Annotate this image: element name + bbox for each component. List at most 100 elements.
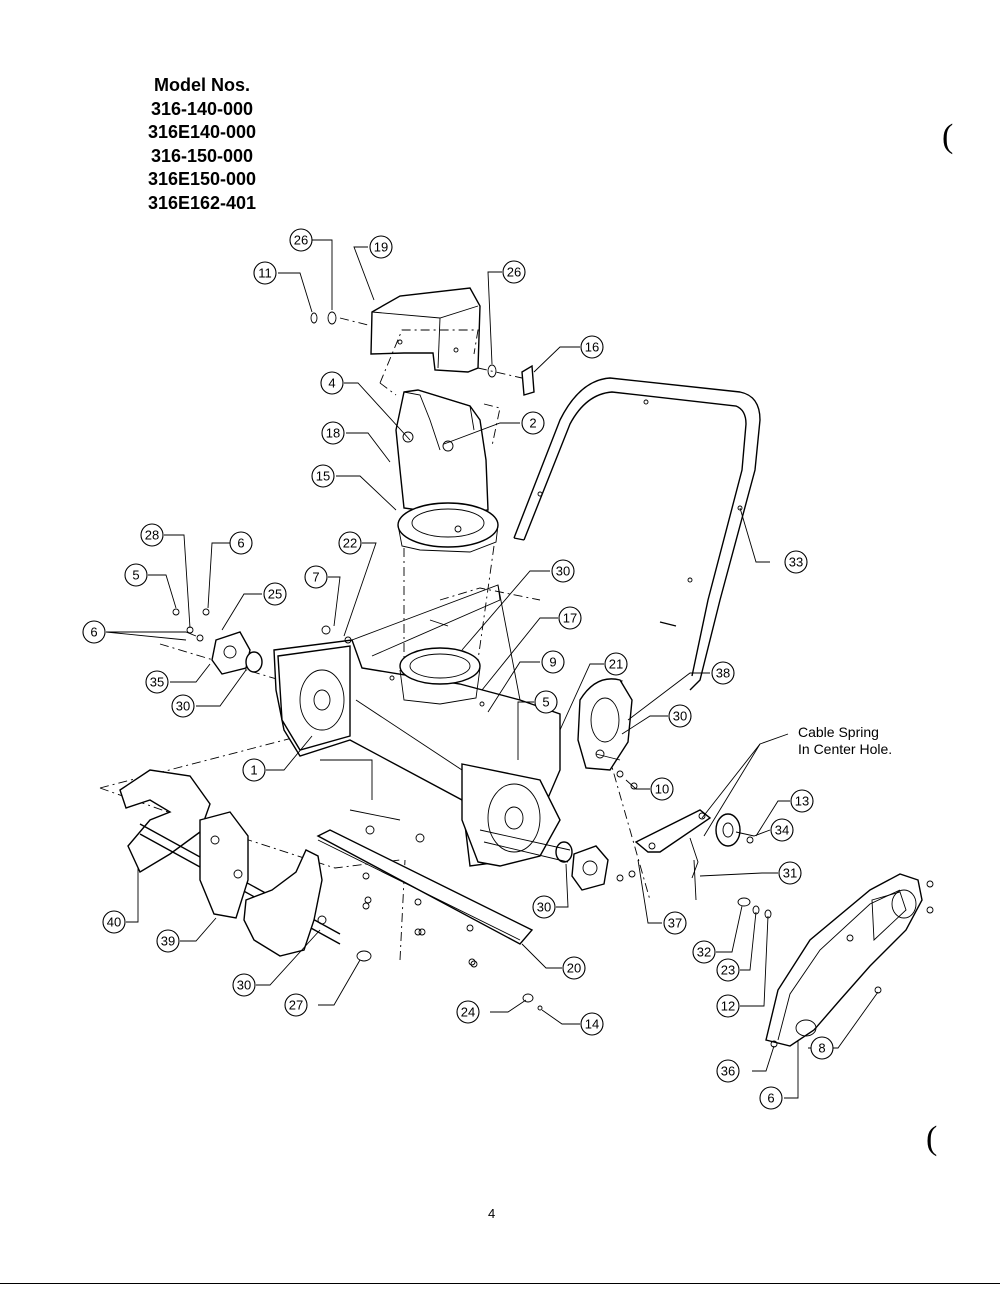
callout-c18: 18 xyxy=(321,421,345,445)
callout-c35: 35 xyxy=(145,670,169,694)
callout-label: 14 xyxy=(585,1017,599,1032)
callout-c30c: 30 xyxy=(668,704,692,728)
callout-label: 5 xyxy=(132,568,139,583)
callout-c21: 21 xyxy=(604,652,628,676)
callout-label: 30 xyxy=(673,709,687,724)
callout-c17: 17 xyxy=(558,606,582,630)
callout-label: 12 xyxy=(721,999,735,1014)
callout-c7: 7 xyxy=(304,565,328,589)
callout-c20: 20 xyxy=(562,956,586,980)
callout-c13: 13 xyxy=(790,789,814,813)
callout-c16: 16 xyxy=(580,335,604,359)
binder-hole-mark: ( xyxy=(926,1120,938,1157)
callout-c12: 12 xyxy=(716,994,740,1018)
callout-label: 34 xyxy=(775,823,789,838)
callout-label: 35 xyxy=(150,675,164,690)
callout-label: 22 xyxy=(343,536,357,551)
callout-label: 18 xyxy=(326,426,340,441)
callout-label: 8 xyxy=(818,1041,825,1056)
callout-c37: 37 xyxy=(663,911,687,935)
callout-label: 15 xyxy=(316,469,330,484)
callout-label: 6 xyxy=(237,536,244,551)
callout-label: 9 xyxy=(549,655,556,670)
callout-label: 30 xyxy=(176,699,190,714)
callout-c10: 10 xyxy=(650,777,674,801)
model-numbers-header: Model Nos. 316-140-000 316E140-000 316-1… xyxy=(112,74,292,215)
callout-c36: 36 xyxy=(716,1059,740,1083)
callout-c14: 14 xyxy=(580,1012,604,1036)
bearings-and-flanges xyxy=(211,631,609,891)
callout-label: 30 xyxy=(537,900,551,915)
side-plate xyxy=(577,678,633,771)
callout-c6b: 6 xyxy=(82,620,106,644)
callout-c2: 2 xyxy=(521,411,545,435)
callout-label: 25 xyxy=(268,587,282,602)
callout-c11: 11 xyxy=(253,261,277,285)
callout-c9: 9 xyxy=(541,650,565,674)
callout-c40: 40 xyxy=(102,910,126,934)
callout-c23: 23 xyxy=(716,958,740,982)
callout-c6a: 6 xyxy=(229,531,253,555)
callout-c1: 1 xyxy=(242,758,266,782)
callout-label: 30 xyxy=(237,978,251,993)
callout-label: 39 xyxy=(161,934,175,949)
callout-c28: 28 xyxy=(140,523,164,547)
model-number: 316E140-000 xyxy=(147,122,257,142)
callout-c26a: 26 xyxy=(289,228,313,252)
page-number: 4 xyxy=(488,1206,496,1221)
callout-label: 13 xyxy=(795,794,809,809)
callout-label: 10 xyxy=(655,782,669,797)
callout-c30a: 30 xyxy=(551,559,575,583)
callout-label: 38 xyxy=(716,666,730,681)
callout-c5b: 5 xyxy=(534,690,558,714)
callout-c32: 32 xyxy=(692,940,716,964)
callout-label: 6 xyxy=(90,625,97,640)
small-hardware xyxy=(172,608,638,1011)
binder-hole-mark: ( xyxy=(942,118,954,155)
note-line: Cable Spring xyxy=(798,724,879,740)
callout-c33: 33 xyxy=(784,550,808,574)
callout-c30e: 30 xyxy=(232,973,256,997)
upper-handle xyxy=(513,377,761,691)
callout-label: 24 xyxy=(461,1005,475,1020)
callout-c26b: 26 xyxy=(502,260,526,284)
callout-c38: 38 xyxy=(711,661,735,685)
callout-label: 17 xyxy=(563,611,577,626)
callout-label: 1 xyxy=(250,763,257,778)
callout-c27: 27 xyxy=(284,993,308,1017)
callout-c30b: 30 xyxy=(171,694,195,718)
callout-label: 4 xyxy=(328,376,335,391)
auger-assembly xyxy=(119,769,341,957)
model-number: 316E162-401 xyxy=(147,192,257,213)
callout-c30d: 30 xyxy=(532,895,556,919)
callout-label: 2 xyxy=(529,416,536,431)
callout-c34: 34 xyxy=(770,818,794,842)
note-line: In Center Hole. xyxy=(798,741,893,757)
callout-label: 7 xyxy=(312,570,319,585)
callout-c39: 39 xyxy=(156,929,180,953)
callout-c8: 8 xyxy=(810,1036,834,1060)
callout-label: 31 xyxy=(783,866,797,881)
model-number: 316-150-000 xyxy=(150,145,254,166)
callout-label: 26 xyxy=(294,233,308,248)
callout-label: 16 xyxy=(585,340,599,355)
callout-c15: 15 xyxy=(311,464,335,488)
callout-c31: 31 xyxy=(778,861,802,885)
belt-cover xyxy=(765,873,934,1048)
callout-label: 27 xyxy=(289,998,303,1013)
callout-label: 37 xyxy=(668,916,682,931)
callout-label: 11 xyxy=(258,266,272,281)
idler-bracket xyxy=(634,809,772,919)
callout-label: 33 xyxy=(789,555,803,570)
callout-label: 32 xyxy=(697,945,711,960)
callout-label: 30 xyxy=(556,564,570,579)
callout-label: 5 xyxy=(542,695,549,710)
callout-c5a: 5 xyxy=(124,563,148,587)
callout-c24: 24 xyxy=(456,1000,480,1024)
callout-c22: 22 xyxy=(338,531,362,555)
model-title: Model Nos. xyxy=(153,75,250,95)
callout-c25: 25 xyxy=(263,582,287,606)
callout-label: 6 xyxy=(767,1091,774,1106)
callout-label: 19 xyxy=(374,240,388,255)
